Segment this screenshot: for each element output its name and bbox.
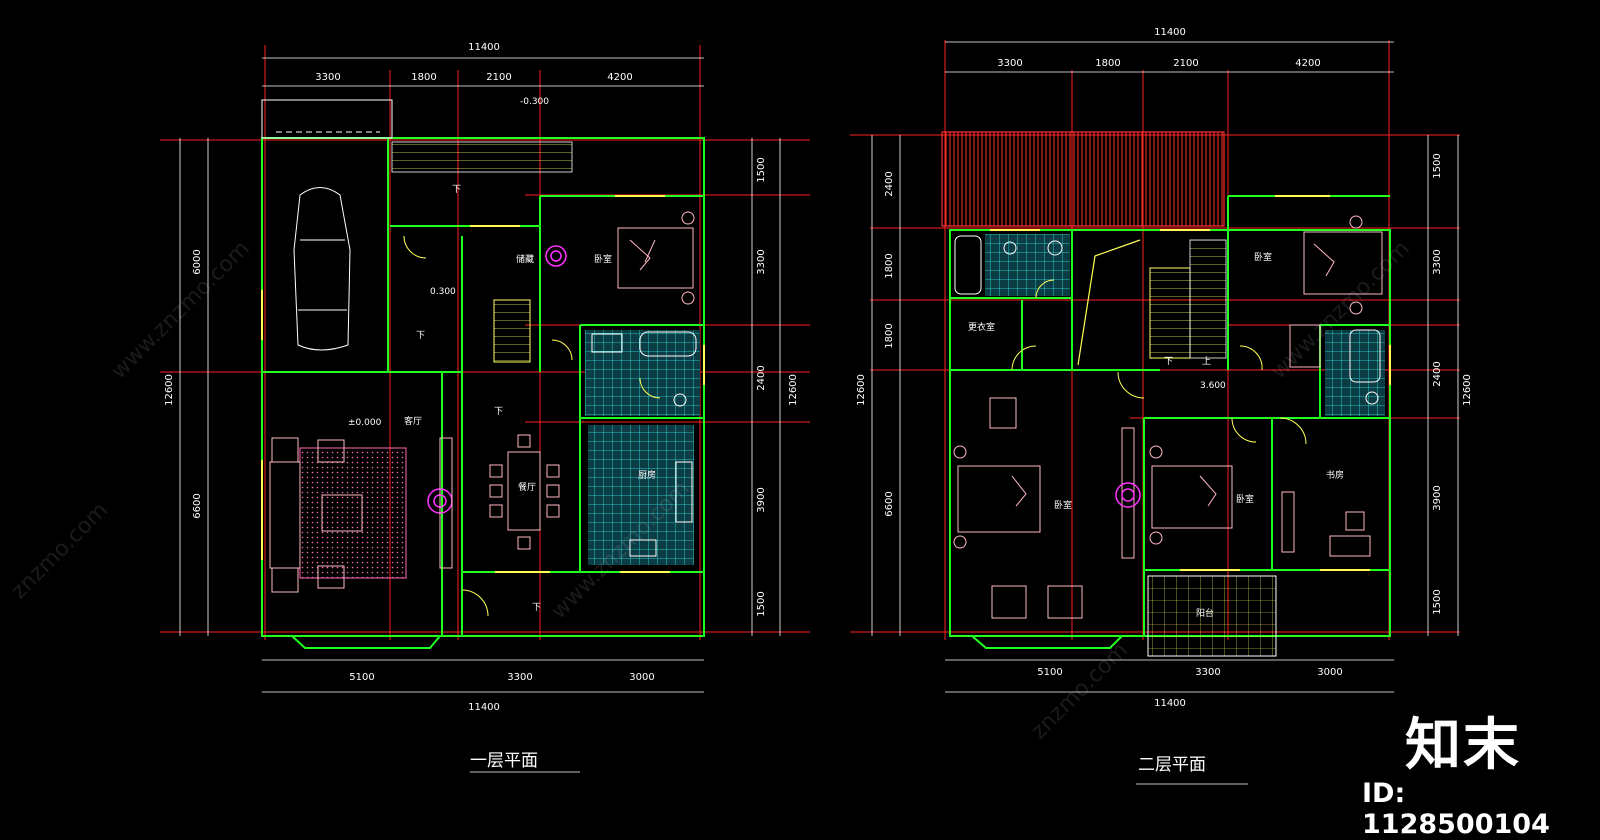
dim-top-4: 4200	[607, 72, 632, 83]
stair-landing	[1189, 239, 1227, 359]
dimension-lines	[871, 41, 1459, 785]
door-swings	[403, 235, 661, 617]
dim-bottom-2: 3300	[1195, 667, 1220, 678]
room-living: 客厅	[404, 415, 422, 427]
stair-flight	[1149, 267, 1191, 359]
dim-top-total: 11400	[468, 42, 500, 53]
dim-right-5: 1500	[756, 591, 767, 616]
dim-left-total: 12600	[856, 374, 867, 406]
plant-icon	[1115, 482, 1141, 508]
dim-top-3: 2100	[486, 72, 511, 83]
dining-set	[489, 434, 560, 550]
dimension-lines	[179, 57, 781, 773]
dim-right-1: 1500	[1432, 153, 1443, 178]
dim-bottom-total: 11400	[1154, 698, 1186, 709]
watermark-url-1: www.znzmo.com	[107, 236, 255, 384]
dim-right-total: 12600	[1462, 374, 1473, 406]
dim-top-2: 1800	[411, 72, 436, 83]
dim-right-4: 3900	[756, 487, 767, 512]
bedroom-furniture	[617, 211, 695, 305]
bathroom-tile	[985, 234, 1070, 296]
dim-left-total: 12600	[164, 374, 175, 406]
level-entry: -0.300	[520, 97, 549, 107]
second-floor-plan: 11400 3300 1800 2100 4200 5100 3300 3000…	[850, 27, 1473, 785]
dim-bottom-3: 3000	[629, 672, 654, 683]
room-dressing: 更衣室	[968, 321, 995, 333]
plan-title-first-floor: 一层平面	[470, 751, 538, 771]
dim-top-2: 1800	[1095, 58, 1120, 69]
label-down-1: 下	[452, 185, 461, 195]
dim-left-1: 6000	[192, 249, 203, 274]
room-study: 书房	[1326, 469, 1344, 481]
brand-logo: 知末	[1405, 713, 1521, 778]
dim-left-1: 2400	[884, 171, 895, 196]
label-down-3: 下	[494, 407, 503, 417]
dim-left-3: 1800	[884, 323, 895, 348]
dim-bottom-1: 5100	[1037, 667, 1062, 678]
level-living: ±0.000	[348, 418, 382, 428]
room-bedroom-mid: 卧室	[1236, 493, 1254, 505]
bathroom-tile	[585, 330, 700, 416]
level-garage: 0.300	[430, 287, 456, 297]
room-kitchen: 厨房	[638, 469, 656, 481]
label-down-2: 下	[416, 331, 425, 341]
bath-fixtures	[591, 331, 697, 557]
dim-right-2: 3300	[1432, 249, 1443, 274]
label-up: 上	[1202, 356, 1211, 367]
label-down: 下	[1164, 357, 1173, 367]
dim-top-total: 11400	[1154, 27, 1186, 38]
windows	[261, 195, 705, 573]
room-storage: 储藏	[516, 253, 534, 265]
bay-window	[291, 635, 441, 649]
void-outline	[1077, 239, 1141, 366]
bedroom-furniture	[953, 215, 1383, 619]
bay-window	[971, 635, 1123, 649]
living-sofas	[269, 437, 453, 593]
dim-bottom-1: 5100	[349, 672, 374, 683]
asset-id-label: ID: 1128500104	[1362, 778, 1550, 840]
walls	[261, 137, 705, 637]
dim-left-2: 1800	[884, 253, 895, 278]
level-hall: 3.600	[1200, 381, 1226, 391]
windows	[990, 195, 1391, 571]
watermark-url-5: znzmo.com	[1027, 638, 1133, 744]
dim-left-2: 6600	[192, 493, 203, 518]
dim-top-1: 3300	[997, 58, 1022, 69]
dim-right-5: 1500	[1432, 589, 1443, 614]
garage-car	[261, 99, 393, 351]
stair-flight	[493, 299, 531, 363]
bath-fixtures	[954, 235, 1381, 405]
dim-bottom-3: 3000	[1317, 667, 1342, 678]
axis-grid	[160, 45, 810, 640]
dim-right-3: 2400	[1432, 361, 1443, 386]
living-rug	[299, 447, 407, 579]
bathroom-tile-2	[1325, 330, 1385, 416]
door-swings	[1011, 279, 1307, 445]
dim-bottom-total: 11400	[468, 702, 500, 713]
room-balcony: 阳台	[1196, 607, 1214, 619]
roof-tiles	[941, 131, 1225, 227]
room-bedroom-ne: 卧室	[1254, 251, 1272, 263]
dim-bottom-2: 3300	[507, 672, 532, 683]
watermark-url-4: znzmo.com	[7, 498, 113, 604]
dim-right-4: 3900	[1432, 485, 1443, 510]
room-dining: 餐厅	[518, 481, 536, 493]
dim-right-2: 3300	[756, 249, 767, 274]
dim-right-total: 12600	[788, 374, 799, 406]
dim-right-1: 1500	[756, 157, 767, 182]
dim-top-3: 2100	[1173, 58, 1198, 69]
label-down-4: 下	[532, 603, 541, 613]
balcony-deck	[1147, 575, 1277, 657]
plan-title-second-floor: 二层平面	[1138, 755, 1206, 775]
dim-right-3: 2400	[756, 365, 767, 390]
room-bedroom: 卧室	[594, 253, 612, 265]
dim-top-1: 3300	[315, 72, 340, 83]
dim-top-4: 4200	[1295, 58, 1320, 69]
room-master: 卧室	[1054, 499, 1072, 511]
entry-steps	[391, 141, 573, 173]
dim-left-4: 6600	[884, 491, 895, 516]
first-floor-plan: 11400 3300 1800 2100 4200 5100 3300 3000…	[160, 42, 810, 773]
